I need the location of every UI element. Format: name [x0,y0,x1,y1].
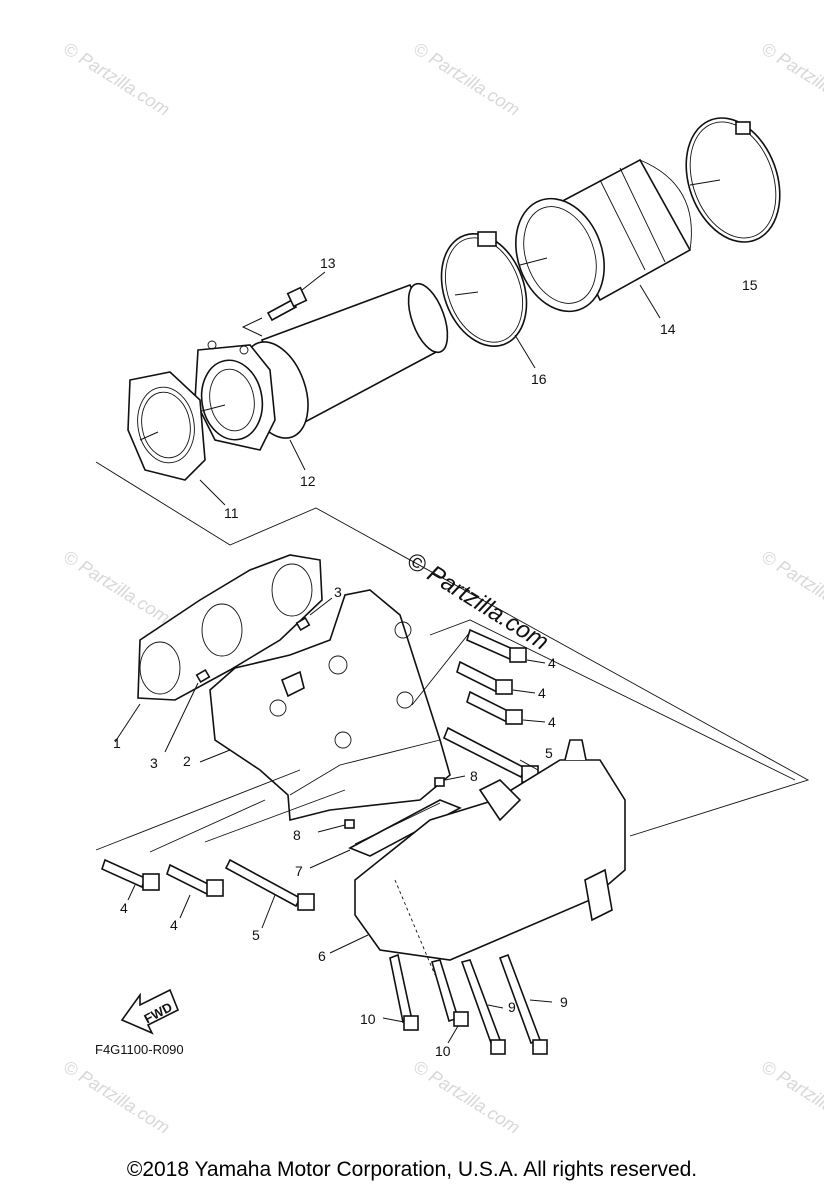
bolts-left [95,769,346,929]
exhaust-manifold-2 [199,589,451,822]
clamp-16 [440,231,536,369]
watermark: © Partzilla.com [60,546,173,627]
diagram-code: F4G1100-R090 [95,1042,184,1057]
callouts: 1 2 3 3 4 4 4 4 4 5 5 6 7 8 8 9 9 10 10 … [113,255,758,1059]
gasket-11 [127,371,226,506]
watermark: © Partzilla.com [410,38,523,119]
callout-4: 4 [120,900,128,916]
callout-15: 15 [742,277,758,293]
callout-8: 8 [293,827,301,843]
watermark: © Partzilla.com [758,38,824,119]
callout-8: 8 [470,768,478,784]
bolt-13 [241,271,326,337]
callout-11: 11 [224,505,239,521]
watermark: © Partzilla.com [758,1056,824,1137]
callout-16: 16 [531,371,547,387]
callout-9: 9 [560,994,568,1010]
copyright-notice: ©2018 Yamaha Motor Corporation, U.S.A. A… [126,1158,698,1181]
hose-14 [515,158,692,319]
callout-6: 6 [318,948,326,964]
callout-10: 10 [435,1043,451,1059]
callout-4: 4 [538,685,546,701]
assembly-bracket [95,461,810,837]
callout-2: 2 [183,753,191,769]
gasket-1 [114,554,323,743]
bolts-right [411,628,546,783]
callout-13: 13 [320,255,336,271]
watermark: © Partzilla.com [60,38,173,119]
assembly-bracket-lower [429,619,796,781]
gasket-7 [309,799,462,869]
clamp-15 [685,117,781,243]
callout-14: 14 [660,321,676,337]
callout-3: 3 [334,584,342,600]
callout-12: 12 [300,473,316,489]
callout-9: 9 [508,999,516,1015]
dowel-pins-3 [164,597,333,753]
callout-4: 4 [170,917,178,933]
fwd-arrow-icon: FWD [120,988,180,1035]
callout-10: 10 [360,1011,376,1027]
callout-4: 4 [548,655,556,671]
muffler-6 [329,739,626,976]
watermark: © Partzilla.com [410,1056,523,1137]
callout-5: 5 [252,927,260,943]
watermark: © Partzilla.com [758,546,824,627]
watermark: © Partzilla.com [60,1056,173,1137]
callout-4: 4 [548,714,556,730]
callout-7: 7 [295,863,303,879]
callout-5: 5 [545,745,553,761]
callout-3: 3 [150,755,158,771]
bolts-bottom [382,953,553,1055]
dowels-8 [317,775,466,833]
callout-1: 1 [113,735,121,751]
exhaust-pipe-12 [194,282,449,471]
